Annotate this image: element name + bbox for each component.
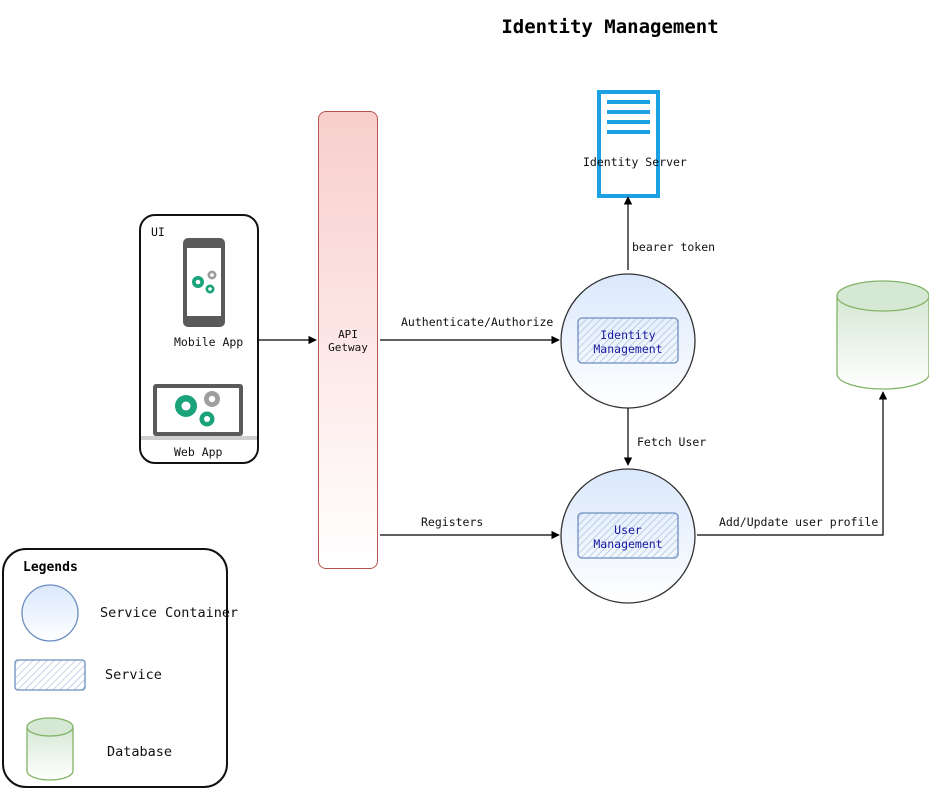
identity-management-label: Identity Management [578, 328, 678, 356]
ui-label: UI [151, 225, 165, 239]
identity-management-line2: Management [593, 342, 663, 356]
identity-server-icon [597, 90, 660, 198]
bearer-token-label: bearer token [632, 240, 716, 254]
web-app-label: Web App [174, 445, 223, 459]
legend-database-symbol [26, 717, 74, 781]
user-management-line1: User [614, 523, 642, 537]
diagram-title: Identity Management [501, 16, 719, 38]
legend-panel [2, 548, 228, 788]
identity-management-line1: Identity [600, 328, 656, 342]
legend-service-label: Service [105, 667, 162, 683]
api-gateway-line1: API [338, 328, 358, 341]
legend-container-symbol [21, 584, 79, 642]
user-management-service [577, 512, 679, 559]
api-gateway [318, 111, 378, 569]
user-management-label: User Management [578, 523, 678, 551]
mobile-app-label: Mobile App [174, 335, 244, 349]
legend-database-label: Database [107, 744, 173, 760]
mobile-phone-icon [183, 238, 225, 327]
user-management-container [560, 468, 696, 604]
database-icon [836, 280, 929, 390]
api-gateway-line2: Getway [328, 341, 368, 354]
laptop-icon [141, 384, 257, 440]
fetch-user-label: Fetch User [637, 435, 707, 449]
identity-server-label: Identity Server [583, 155, 687, 169]
user-management-line2: Management [593, 537, 663, 551]
add-update-label: Add/Update user profile [719, 515, 879, 529]
legend-title: Legends [23, 560, 78, 575]
registers-label: Registers [421, 515, 484, 529]
legend-service-symbol [14, 659, 86, 691]
ui-group [139, 214, 259, 464]
identity-management-container [560, 273, 696, 409]
identity-management-service [577, 317, 679, 364]
api-gateway-label: API Getway [318, 328, 378, 354]
legend-service-container-label: Service Container [100, 605, 239, 621]
edge-add-update-profile [697, 391, 888, 536]
authenticate-label: Authenticate/Authorize [401, 315, 554, 329]
